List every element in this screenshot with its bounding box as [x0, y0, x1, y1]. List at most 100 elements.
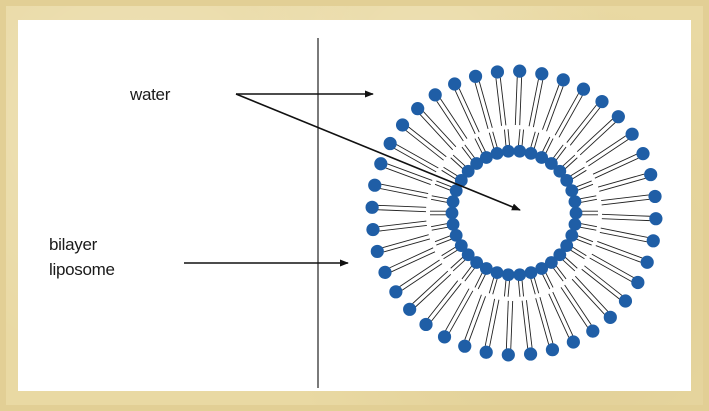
diagram-panel: water bilayer liposome [18, 20, 691, 391]
inner-lipid-head [502, 268, 515, 281]
outer-lipid-tail [437, 101, 464, 141]
inner-lipid-tail [571, 170, 586, 179]
liposome-diagram: water bilayer liposome [18, 20, 691, 391]
outer-lipid-tail [572, 279, 605, 314]
outer-lipid-head [458, 340, 471, 353]
outer-lipid-tail [469, 296, 486, 341]
inner-lipid-tail [478, 137, 486, 153]
inner-lipid-tail [579, 199, 597, 202]
inner-lipid-tail [545, 139, 553, 155]
inner-lipid-tail [453, 155, 466, 167]
inner-lipid-tail [475, 139, 483, 155]
outer-lipid-head [378, 266, 391, 279]
inner-lipid-tail [432, 196, 450, 199]
outer-lipid-tail [416, 274, 451, 307]
inner-lipid-tail [522, 130, 524, 148]
outer-lipid-tail [396, 145, 438, 168]
outer-lipid-head [366, 223, 379, 236]
outer-lipid-tail [586, 136, 626, 163]
outer-lipid-tail [413, 271, 448, 304]
outer-lipid-tail [485, 299, 494, 346]
outer-lipid-tail [446, 289, 469, 331]
inner-lipid-tail [579, 223, 597, 226]
outer-lipid-tail [580, 122, 615, 155]
inner-lipid-tail [522, 279, 524, 297]
outer-lipid-tail [428, 281, 458, 319]
outer-lipid-head [480, 346, 493, 359]
outer-lipid-head [524, 347, 537, 360]
outer-lipid-head [604, 311, 617, 324]
inner-lipid-head [569, 218, 582, 231]
outer-lipid-tail [602, 214, 650, 216]
inner-lipid-tail [508, 279, 510, 297]
outer-lipid-head [438, 330, 451, 343]
outer-lipid-tail [379, 225, 427, 231]
outer-lipid-tail [529, 79, 538, 126]
outer-lipid-tail [570, 108, 600, 146]
inner-lipid-tail [508, 129, 510, 147]
outer-lipid-head [469, 70, 482, 83]
outer-lipid-tail [561, 287, 588, 327]
outer-lipid-head [411, 102, 424, 115]
outer-lipid-head [535, 67, 548, 80]
inner-lipid-tail [431, 199, 449, 202]
outer-lipid-tail [575, 276, 608, 311]
outer-lipid-tail [533, 80, 542, 127]
inner-lipid-tail [579, 227, 597, 230]
outer-lipid-tail [490, 300, 499, 347]
inner-lipid-head [513, 145, 526, 158]
outer-lipid-tail [390, 248, 434, 268]
outer-lipid-head [595, 95, 608, 108]
inner-lipid-tail [569, 249, 584, 258]
inner-lipid-head [569, 195, 582, 208]
outer-lipid-tail [520, 77, 522, 125]
outer-lipid-tail [549, 294, 569, 338]
inner-lipid-tail [545, 271, 553, 287]
inner-lipid-tail [569, 167, 584, 176]
outer-lipid-head [384, 137, 397, 150]
inner-lipid-tail [576, 184, 593, 191]
outer-lipid-head [374, 157, 387, 170]
inner-lipid-tail [453, 259, 466, 271]
outer-lipid-tail [602, 219, 650, 221]
inner-lipid-tail [431, 223, 449, 226]
outer-lipid-tail [380, 189, 427, 198]
inner-lipid-tail [575, 239, 592, 246]
inner-lipid-tail [462, 265, 473, 279]
outer-lipid-tail [400, 260, 440, 287]
outer-lipid-head [644, 168, 657, 181]
outer-lipid-tail [406, 130, 444, 160]
outer-lipid-tail [601, 195, 649, 201]
outer-lipid-tail [526, 300, 532, 348]
inner-lipid-tail [444, 249, 459, 258]
inner-lipid-tail [462, 147, 473, 161]
outer-lipid-tail [584, 266, 622, 296]
liposome [366, 65, 663, 362]
inner-lipid-tail [575, 181, 592, 188]
outer-lipid-tail [402, 264, 442, 291]
outer-lipid-head [619, 294, 632, 307]
inner-lipid-tail [555, 147, 566, 161]
outer-lipid-head [396, 118, 409, 131]
outer-lipid-tail [511, 301, 513, 349]
bilayer-label-line1: bilayer [49, 235, 98, 254]
inner-lipid-head [447, 218, 460, 231]
outer-lipid-tail [588, 139, 628, 166]
outer-lipid-tail [496, 78, 502, 126]
outer-lipid-head [366, 201, 379, 214]
outer-lipid-tail [597, 241, 642, 258]
inner-lipid-head [565, 184, 578, 197]
outer-lipid-tail [515, 77, 517, 125]
inner-lipid-head [447, 195, 460, 208]
outer-lipid-head [403, 303, 416, 316]
inner-lipid-tail [504, 279, 506, 297]
outer-lipid-head [448, 77, 461, 90]
outer-lipid-head [546, 343, 559, 356]
outer-lipid-tail [565, 285, 592, 325]
outer-lipid-head [567, 335, 580, 348]
inner-lipid-tail [504, 130, 506, 148]
inner-lipid-tail [518, 279, 520, 297]
inner-lipid-tail [576, 235, 593, 242]
inner-lipid-tail [552, 145, 563, 159]
outer-lipid-tail [381, 184, 428, 193]
